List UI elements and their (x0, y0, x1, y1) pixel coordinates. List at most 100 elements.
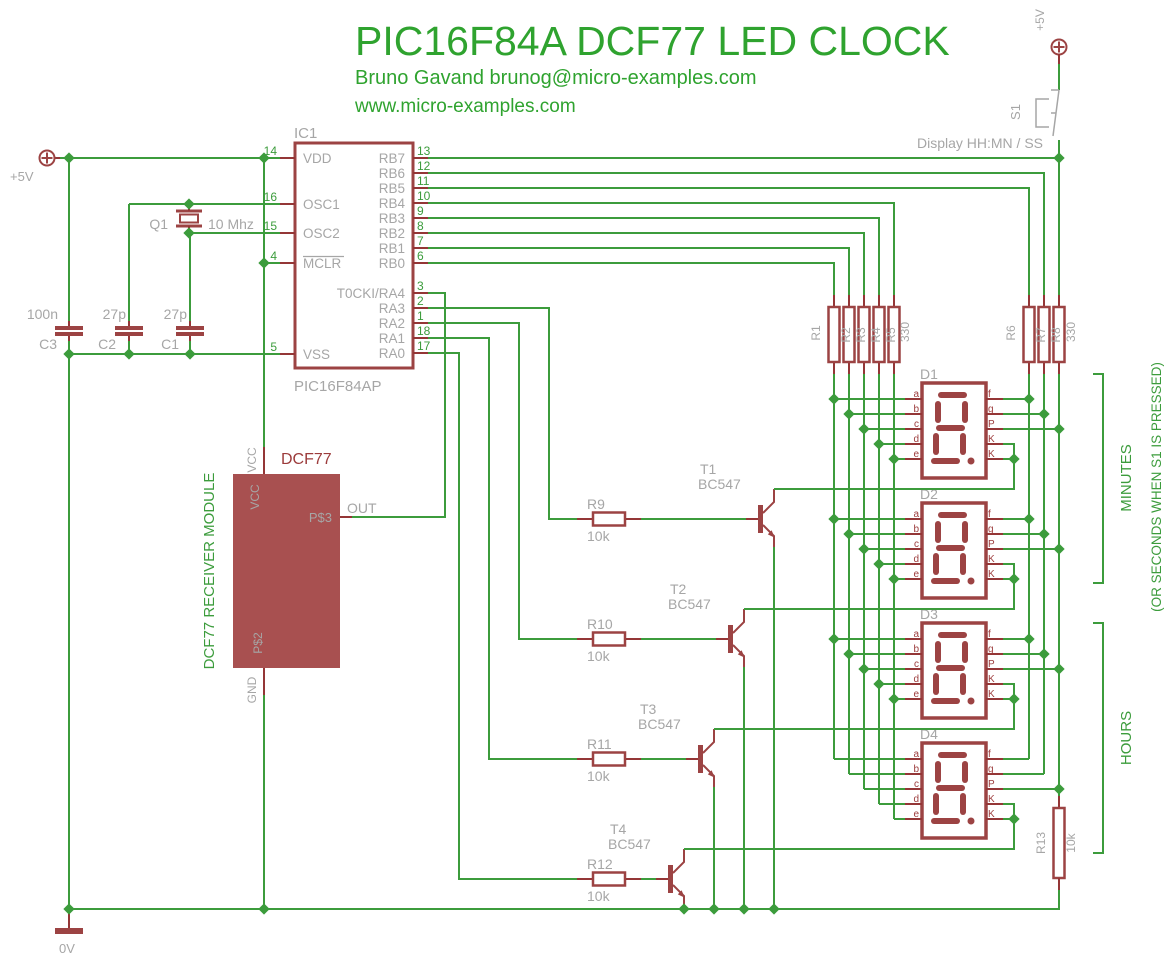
pin-rb6: RB6 (379, 166, 405, 181)
minutes-note-label: (OR SECONDS WHEN S1 IS PRESSED) (1149, 362, 1164, 612)
display-d2 (903, 501, 1005, 600)
junction-dot (678, 903, 690, 915)
svg-text:10k: 10k (587, 768, 611, 784)
cap-c3 (53, 319, 85, 343)
cap-c2 (113, 319, 145, 343)
junction-dot (1023, 513, 1035, 525)
s1-ref: S1 (1008, 104, 1023, 120)
website-line: www.micro-examples.com (354, 96, 576, 117)
svg-text:R5: R5 (884, 327, 898, 343)
net-wire (428, 262, 835, 295)
svg-text:10k: 10k (587, 888, 611, 904)
junction-dot (1023, 633, 1035, 645)
pin-ra0: RA0 (379, 346, 405, 361)
crystal-ref: Q1 (149, 216, 168, 232)
pin-rb1: RB1 (379, 241, 405, 256)
dcf77-p3: P$3 (309, 510, 332, 525)
svg-text:R4: R4 (869, 327, 883, 343)
svg-text:9: 9 (417, 204, 424, 218)
c3-value: 100n (27, 306, 58, 322)
svg-text:12: 12 (417, 159, 431, 173)
transistor-t1 (745, 488, 776, 548)
ground-symbol: 0V (55, 911, 83, 956)
junction-dot (63, 152, 75, 164)
svg-text:D1: D1 (920, 366, 938, 382)
svg-text:7: 7 (417, 234, 424, 248)
svg-text:14: 14 (264, 144, 278, 158)
pin-osc2: OSC2 (303, 226, 340, 241)
junction-dot (1008, 453, 1020, 465)
c1-ref: C1 (161, 336, 179, 352)
resistor-r6 (1022, 293, 1036, 376)
c2-ref: C2 (98, 336, 116, 352)
s1-caption: Display HH:MN / SS (917, 135, 1043, 151)
net-wire (428, 307, 577, 520)
ground-label: 0V (59, 941, 75, 956)
net-wire (428, 232, 865, 295)
junction-dot (1053, 423, 1065, 435)
junction-dot (873, 678, 885, 690)
pin-ra3: RA3 (379, 301, 405, 316)
author-line: Bruno Gavand brunog@micro-examples.com (355, 67, 757, 89)
junction-dot (888, 693, 900, 705)
svg-text:R7: R7 (1034, 327, 1048, 343)
net-wire (428, 247, 850, 295)
pin-vss: VSS (303, 347, 330, 362)
pin-rb3: RB3 (379, 211, 405, 226)
net-wire (428, 187, 1030, 295)
minutes-bracket (1093, 373, 1104, 584)
vcc-right-label: +5V (1033, 9, 1047, 31)
net-wire (428, 217, 880, 295)
junction-dot (888, 573, 900, 585)
page-title: PIC16F84A DCF77 LED CLOCK (355, 18, 950, 64)
junction-dot (708, 903, 720, 915)
ic1-body (293, 141, 415, 370)
junction-dot (768, 903, 780, 915)
junction-dot (858, 543, 870, 555)
dcf77-vcc-outer: VCC (245, 447, 259, 473)
svg-text:18: 18 (417, 324, 431, 338)
title-block: PIC16F84A DCF77 LED CLOCK Bruno Gavand b… (354, 18, 950, 117)
c2-value: 27p (103, 306, 127, 322)
junction-dot (1038, 528, 1050, 540)
svg-text:BC547: BC547 (608, 836, 651, 852)
svg-text:R11: R11 (587, 736, 612, 752)
resistor-r13: R13 10k (1034, 796, 1078, 890)
junction-dot (858, 423, 870, 435)
junction-dot (828, 513, 840, 525)
annotation-brackets: MINUTES (OR SECONDS WHEN S1 IS PRESSED) … (1093, 362, 1164, 854)
display-d3 (903, 621, 1005, 720)
svg-text:10k: 10k (587, 528, 611, 544)
svg-text:16: 16 (264, 190, 278, 204)
minutes-label: MINUTES (1118, 444, 1135, 512)
resistor-r11 (575, 751, 643, 767)
svg-text:13: 13 (417, 144, 431, 158)
svg-text:4: 4 (270, 249, 277, 263)
junction-dot (183, 227, 195, 239)
r13-value: 10k (1064, 832, 1078, 852)
junction-dot (1008, 813, 1020, 825)
junction-dot (1053, 783, 1065, 795)
svg-text:BC547: BC547 (638, 716, 681, 732)
ic1-part: PIC16F84AP (294, 378, 382, 395)
crystal-value: 10 Mhz (208, 216, 254, 232)
display-d1 (903, 381, 1005, 480)
dcf77-name: DCF77 (281, 451, 332, 468)
net-wire (428, 352, 577, 880)
net-wire (352, 292, 446, 518)
power-and-osc-wires (54, 157, 1060, 910)
ground-bus (69, 890, 1060, 910)
junction-dot (258, 903, 270, 915)
svg-text:R8: R8 (1049, 327, 1063, 343)
junction-dot (258, 257, 270, 269)
ic1-pin-numbers: 14 16 15 4 5 13 12 11 10 9 8 7 6 3 2 1 1… (264, 144, 431, 354)
junction-dot (123, 348, 135, 360)
svg-text:5: 5 (270, 340, 277, 354)
svg-text:8: 8 (417, 219, 424, 233)
junction-dot (258, 152, 270, 164)
junction-dot (888, 453, 900, 465)
svg-text:1: 1 (417, 309, 424, 323)
cap-c1 (174, 319, 206, 343)
